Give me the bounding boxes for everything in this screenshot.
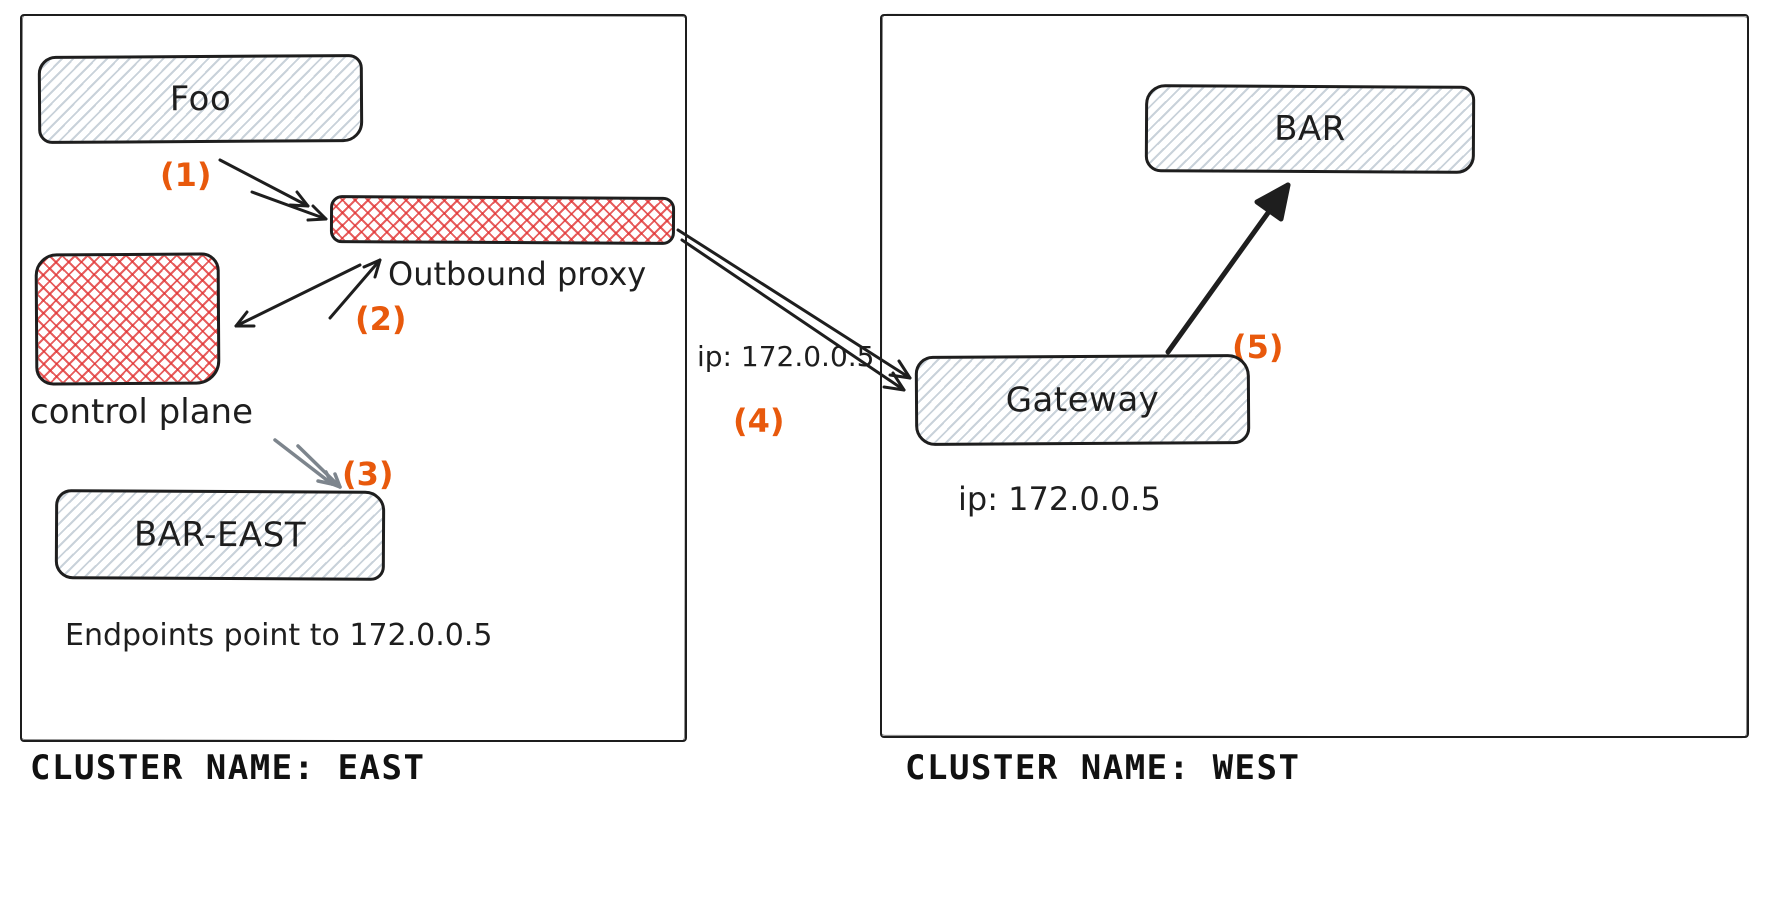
foo-label: Foo <box>169 78 232 120</box>
outbound-proxy-node <box>329 195 676 245</box>
gateway-node: Gateway <box>914 353 1251 447</box>
endpoints-note: Endpoints point to 172.0.0.5 <box>65 618 493 653</box>
bar-label: BAR <box>1274 108 1346 150</box>
bar-east-node: BAR-EAST <box>54 489 386 581</box>
foo-node: Foo <box>37 54 364 144</box>
bar-east-label: BAR-EAST <box>133 514 307 556</box>
control-plane-node <box>34 252 221 386</box>
bar-node: BAR <box>1144 84 1476 174</box>
step-1-label: (1) <box>160 156 212 194</box>
step-2-label: (2) <box>355 300 407 338</box>
link-ip-label: ip: 172.0.0.5 <box>697 340 875 373</box>
west-cluster-label: CLUSTER NAME: WEST <box>905 748 1301 788</box>
gateway-ip-label: ip: 172.0.0.5 <box>958 480 1161 518</box>
step-3-label: (3) <box>342 455 394 493</box>
step-4-label: (4) <box>733 402 785 440</box>
east-cluster-label: CLUSTER NAME: EAST <box>30 748 426 788</box>
control-plane-label: control plane <box>30 392 253 432</box>
gateway-label: Gateway <box>1005 379 1160 421</box>
outbound-proxy-label: Outbound proxy <box>388 255 647 293</box>
